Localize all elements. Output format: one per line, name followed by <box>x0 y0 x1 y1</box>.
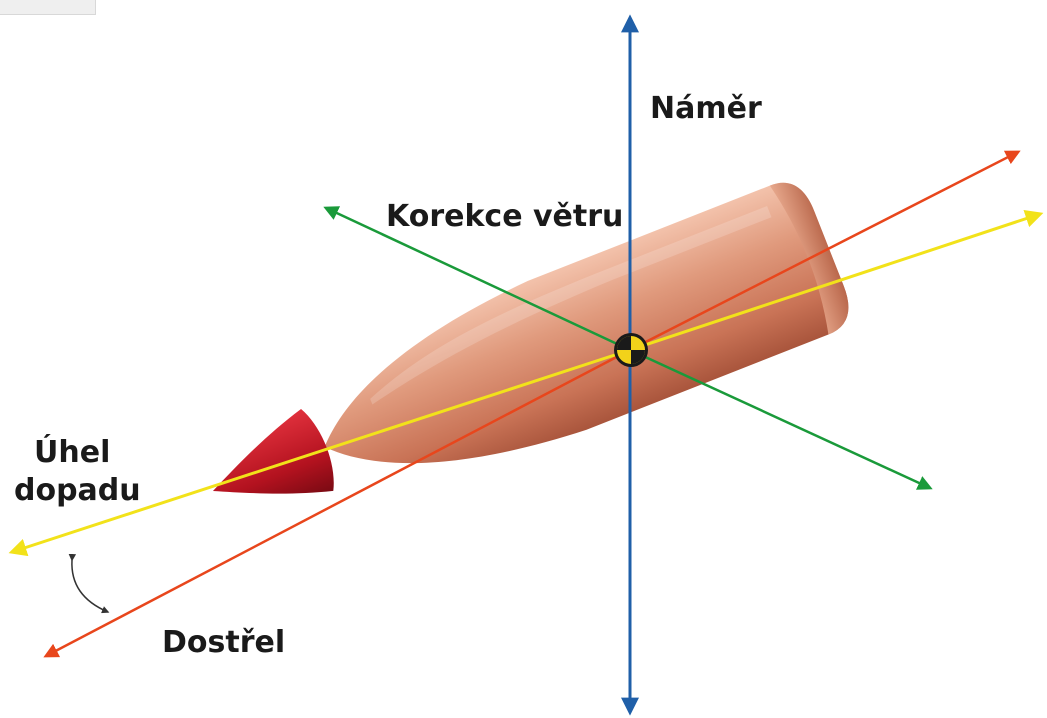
range-label: Dostřel <box>162 625 285 660</box>
windage-axis-far <box>630 350 930 488</box>
impact-angle-arc <box>72 560 108 612</box>
windage-label: Korekce větru <box>386 199 623 234</box>
center-of-gravity-icon <box>614 333 648 367</box>
impact-angle-label-line2: dopadu <box>14 473 141 508</box>
elevation-label: Náměr <box>650 91 762 126</box>
impact-angle-label-line1: Úhel <box>34 433 110 470</box>
